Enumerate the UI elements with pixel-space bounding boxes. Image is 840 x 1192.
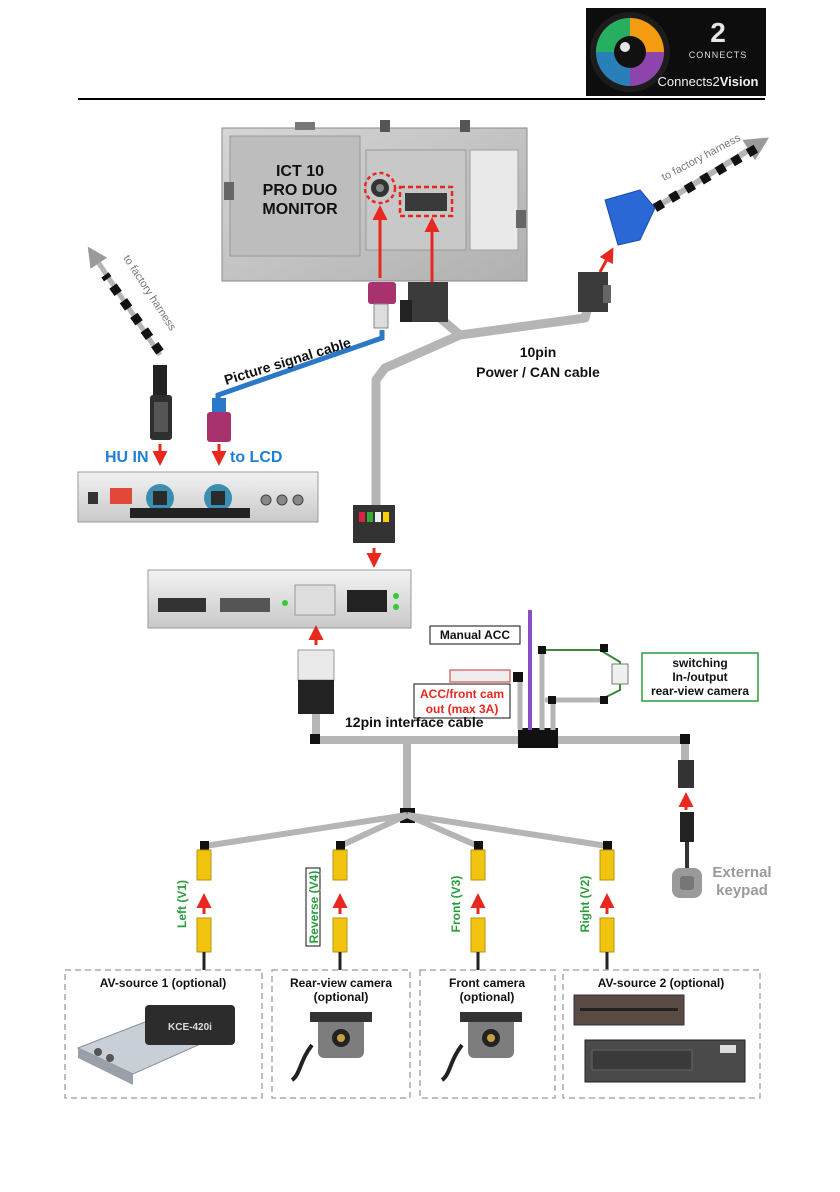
hu-in-label: HU IN: [105, 449, 149, 466]
acc-front-line2: out (max 3A): [426, 702, 499, 716]
to-lcd-connector: [207, 398, 231, 442]
logo-wordmark: Connects2Vision: [658, 74, 759, 89]
power-port-highlight: [398, 185, 454, 218]
acc-front-box: [413, 683, 511, 719]
acc-front-line1: ACC/front cam: [420, 687, 504, 701]
power-can-cable: [371, 298, 595, 510]
interface-cable-label: 12pin interface cable: [345, 714, 484, 730]
logo-word-part3: Vision: [720, 74, 759, 89]
av1-device-label: KCE-420i: [168, 1022, 212, 1033]
factory-harness-dashes-right: [652, 141, 765, 212]
switching-line1: switching: [672, 656, 727, 670]
12pin-interface-cable: [312, 714, 689, 760]
logo-numeral: 2: [710, 17, 726, 48]
10pin-connector: [353, 505, 395, 543]
external-keypad: [672, 760, 702, 898]
lvds-interface-box: [77, 471, 319, 523]
picture-port-highlight: [363, 171, 397, 205]
video-input-label-3: Front (V3): [449, 876, 463, 933]
main-interface-box: [147, 569, 412, 629]
picture-signal-cable: [215, 330, 385, 400]
connects2vision-logo: 2 CONNECTS Connects2Vision: [586, 8, 766, 96]
logo-word-part2: 2: [712, 74, 719, 89]
fanout-cables: [204, 812, 608, 849]
hu-in-connector: [150, 365, 172, 440]
manual-acc-label: Manual ACC: [440, 628, 511, 642]
source-subtitle-2: (optional): [314, 990, 369, 1004]
switching-line2: In-/output: [672, 670, 727, 684]
source-box-av1: AV-source 1 (optional) KCE-420i: [64, 969, 263, 1099]
source-title-3: Front camera: [449, 976, 525, 990]
monitor-title-line2: PRO DUO: [263, 182, 338, 199]
source-box-rear-camera: Rear-view camera (optional): [271, 969, 411, 1099]
manual-acc-box: [429, 625, 521, 645]
monitor-title-line1: ICT 10: [276, 163, 324, 180]
factory-harness-left-label: to factory harness: [120, 253, 178, 333]
video-input-label-2: Reverse (V4): [307, 871, 321, 944]
source-title-1: AV-source 1 (optional): [100, 976, 226, 990]
video-input-label-1: Left (V1): [175, 880, 189, 928]
video-input-label-4: Right (V2): [578, 876, 592, 933]
12pin-connector: [297, 649, 335, 714]
source-subtitle-3: (optional): [460, 990, 515, 1004]
factory-harness-dashes-left: [101, 272, 164, 355]
fakra-connector-monitor: [368, 282, 396, 329]
power-can-line2: Power / CAN cable: [476, 364, 600, 380]
to-lcd-label: to LCD: [230, 449, 282, 466]
video-input-channel-1: Left (V1): [175, 841, 212, 970]
source-box-av2: AV-source 2 (optional): [562, 969, 761, 1099]
source-title-2: Rear-view camera: [290, 976, 392, 990]
power-connector-monitor: [400, 282, 448, 322]
source-box-front-camera: Front camera (optional): [419, 969, 556, 1099]
logo-word-part1: Connects: [658, 74, 713, 89]
video-input-channel-3: Front (V3): [449, 841, 486, 970]
power-connector-harness: [578, 272, 611, 312]
video-input-channel-2: Reverse (V4): [305, 841, 348, 970]
monitor-unit: ICT 10 PRO DUO MONITOR: [221, 120, 528, 282]
monitor-title-line3: MONITOR: [262, 201, 338, 218]
source-title-4: AV-source 2 (optional): [598, 976, 724, 990]
switching-line3: rear-view camera: [651, 684, 749, 698]
power-can-line1: 10pin: [520, 344, 557, 360]
factory-connector-blue: [604, 189, 656, 246]
logo-word-top: CONNECTS: [689, 50, 748, 60]
external-keypad-line2: keypad: [716, 882, 768, 899]
switching-box: [641, 652, 759, 702]
video-input-channel-4: Right (V2): [578, 841, 615, 970]
external-keypad-line1: External: [712, 864, 771, 881]
picture-signal-label: Picture signal cable: [222, 334, 353, 388]
